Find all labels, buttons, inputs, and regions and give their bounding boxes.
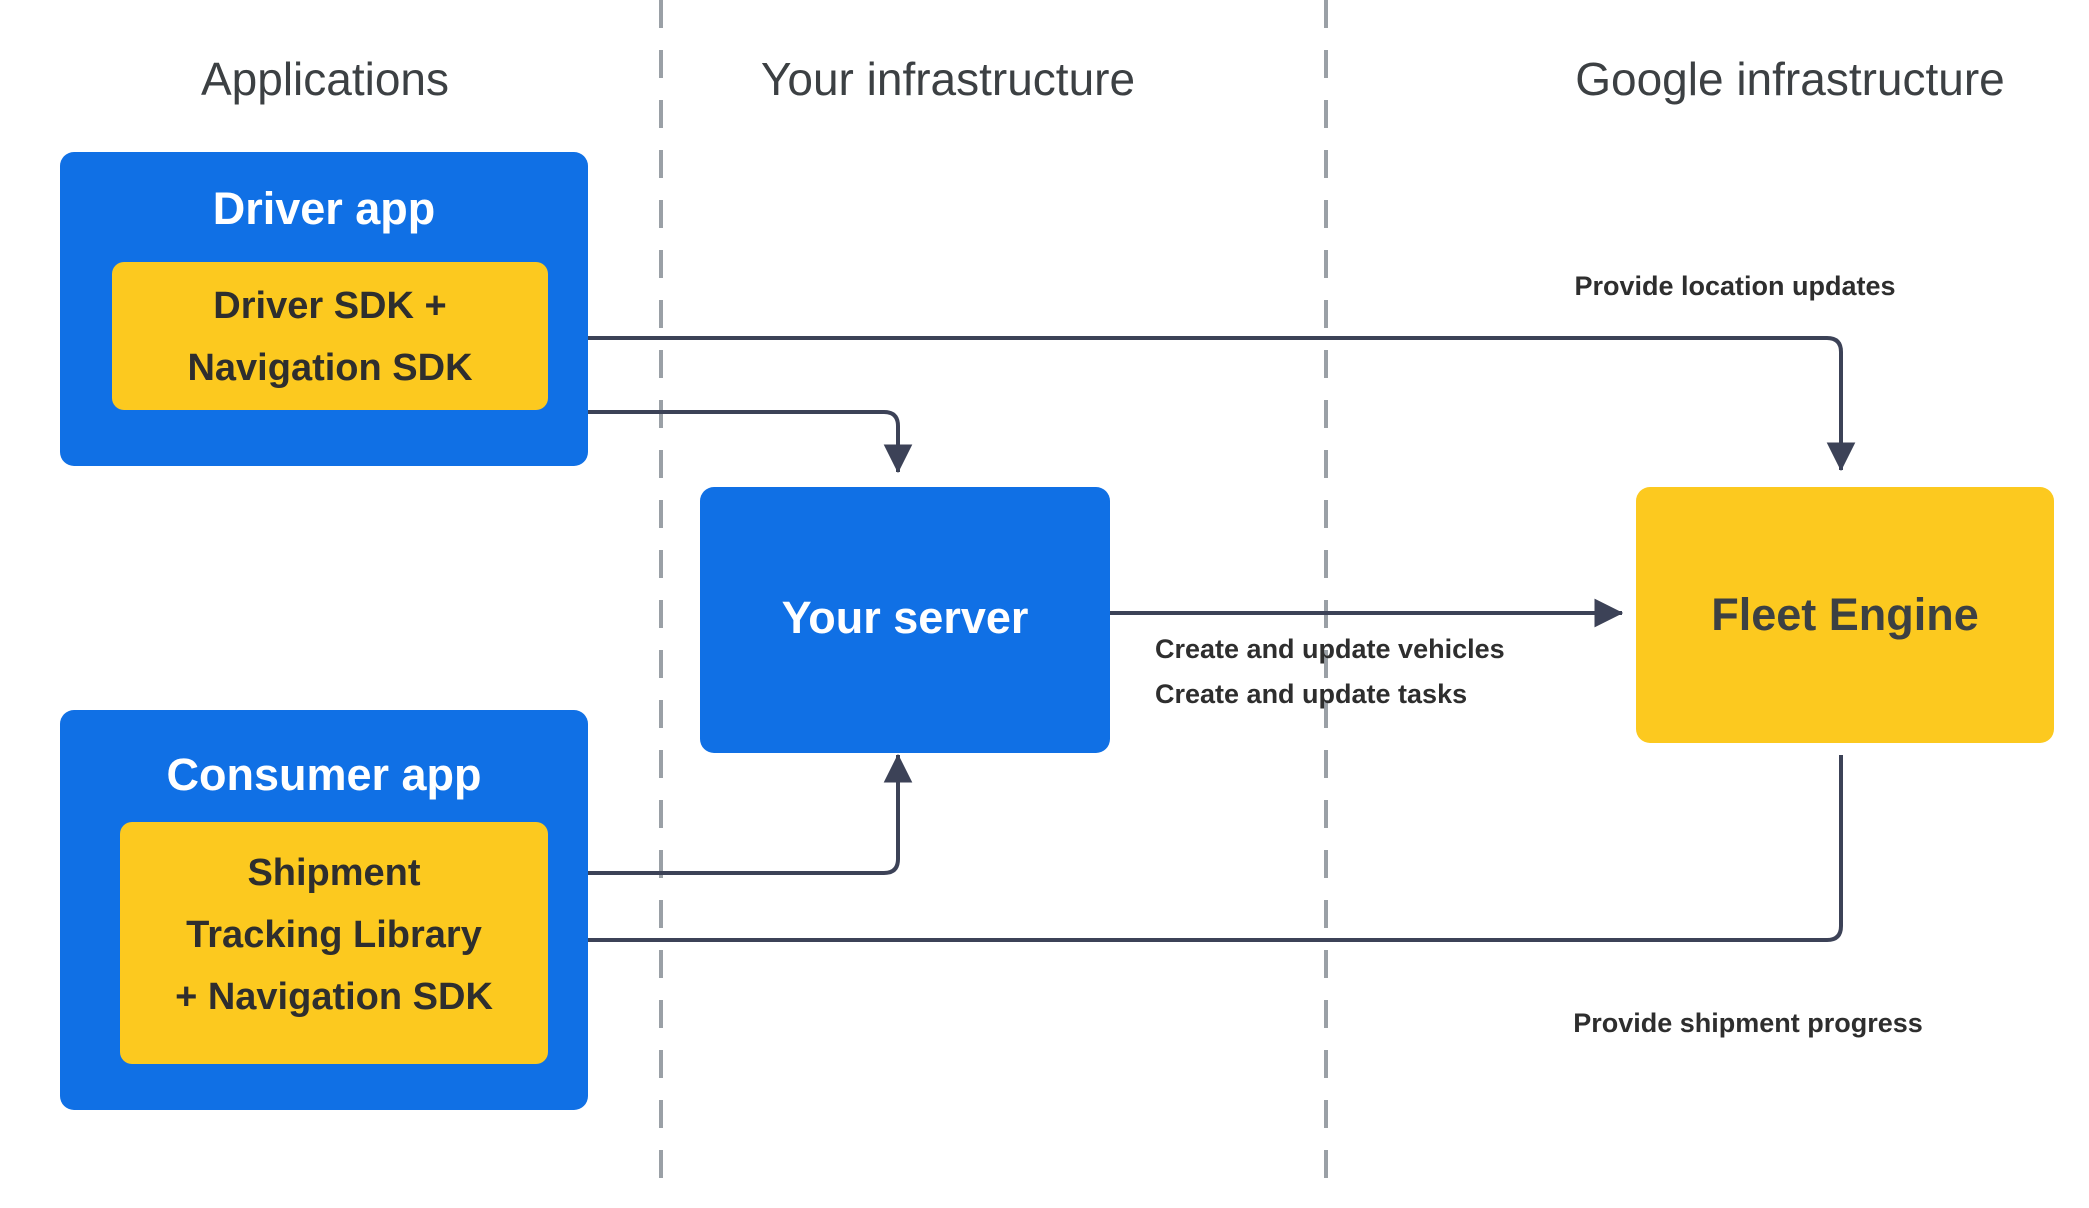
your-server-title: Your server bbox=[782, 592, 1029, 643]
node-shipment-tracking-library[interactable]: Shipment Tracking Library + Navigation S… bbox=[120, 822, 548, 1064]
column-header-your-infrastructure: Your infrastructure bbox=[761, 53, 1135, 105]
column-header-applications: Applications bbox=[201, 53, 449, 105]
shipment-tracking-library-box[interactable] bbox=[120, 822, 548, 1064]
driver-sdk-box[interactable] bbox=[112, 262, 548, 410]
edge-driver-sdk-fleet-engine bbox=[558, 323, 1856, 472]
edge-fleet-engine-shipment-tracking bbox=[558, 755, 1843, 955]
node-fleet-engine[interactable]: Fleet Engine bbox=[1636, 487, 2054, 743]
edge-label-provide-shipment-progress: Provide shipment progress bbox=[1573, 1008, 1923, 1038]
node-driver-app[interactable]: Driver app Driver SDK + Navigation SDK bbox=[60, 152, 588, 466]
fleet-engine-title: Fleet Engine bbox=[1711, 589, 1979, 640]
edge-consumer-app-your-server bbox=[473, 753, 913, 888]
fleet-engine-box[interactable] bbox=[1636, 487, 2054, 743]
driver-sdk-line-1: Driver SDK + bbox=[213, 285, 446, 327]
driver-sdk-line-2: Navigation SDK bbox=[187, 347, 473, 389]
edge-label-provide-location-updates: Provide location updates bbox=[1574, 271, 1895, 301]
consumer-app-title: Consumer app bbox=[166, 749, 481, 800]
node-consumer-app[interactable]: Consumer app Shipment Tracking Library +… bbox=[60, 710, 588, 1110]
edge-label-create-update-vehicles: Create and update vehicles bbox=[1155, 634, 1505, 664]
edge-label-create-update-tasks: Create and update tasks bbox=[1155, 679, 1467, 709]
driver-app-title: Driver app bbox=[213, 183, 436, 234]
shipment-tracking-line-3: + Navigation SDK bbox=[175, 976, 493, 1018]
column-header-google-infrastructure: Google infrastructure bbox=[1575, 53, 2005, 105]
your-server-box[interactable] bbox=[700, 487, 1110, 753]
shipment-tracking-line-1: Shipment bbox=[247, 852, 420, 894]
shipment-tracking-line-2: Tracking Library bbox=[186, 914, 482, 956]
node-driver-sdk[interactable]: Driver SDK + Navigation SDK bbox=[112, 262, 548, 410]
edge-your-server-driver-app bbox=[473, 397, 913, 474]
node-your-server[interactable]: Your server bbox=[700, 487, 1110, 753]
